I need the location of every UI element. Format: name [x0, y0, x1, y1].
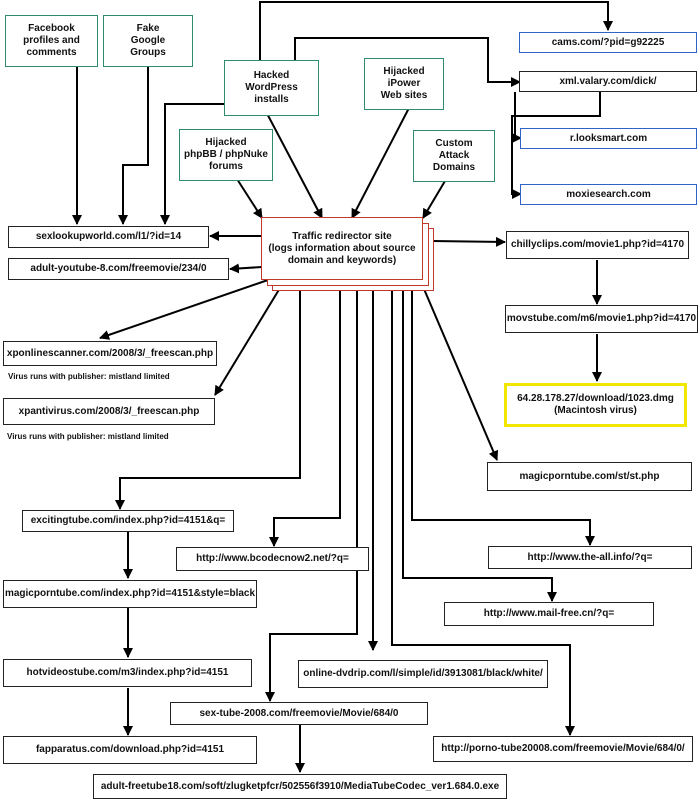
arrow-googlegroups-to-sexlookup [118, 67, 149, 225]
dest-valary: xml.valary.com/dick/ [519, 71, 697, 92]
dest-mail-free: http://www.mail-free.cn/?q= [444, 602, 654, 626]
arrow-wordpress-to-cams [259, 1, 613, 60]
source-custom-attack-domains: Custom Attack Domains [413, 130, 495, 182]
arrow-wordpress-to-valary [294, 37, 521, 87]
source-facebook-profiles: Facebook profiles and comments [5, 15, 98, 67]
dest-moxiesearch: moxiesearch.com [520, 184, 697, 205]
virus-note: Virus runs with publisher: mistland limi… [8, 372, 170, 381]
arrow-ipower-to-hub [351, 105, 411, 219]
arrow-phpbb-to-hub [236, 178, 263, 219]
dest-fapparatus: fapparatus.com/download.php?id=4151 [3, 736, 257, 764]
arrow-wordpress-to-hub [261, 103, 323, 219]
arrow-wordpress-to-sexlookup [160, 103, 225, 225]
dest-looksmart: r.looksmart.com [520, 128, 697, 149]
dest-mac-virus-dmg: 64.28.178.27/download/1023.dmg (Macintos… [504, 383, 687, 427]
dest-excitingtube: excitingtube.com/index.php?id=4151&q= [22, 510, 234, 532]
dest-hotvideostube: hotvideostube.com/m3/index.php?id=4151 [3, 659, 252, 687]
dest-adult-youtube: adult-youtube-8.com/freemovie/234/0 [8, 258, 229, 280]
virus-note: Virus runs with publisher: mistland limi… [7, 432, 169, 441]
dest-sex-tube-2008: sex-tube-2008.com/freemovie/Movie/684/0 [170, 702, 428, 725]
arrow-hub-to-magicporn-st [423, 288, 499, 461]
arrow-hub-to-exciting [115, 289, 301, 510]
arrow-hub-to-adultyoutube [229, 263, 263, 274]
source-hijacked-phpbb: Hijacked phpBB / phpNuke forums [179, 129, 273, 181]
source-hijacked-ipower: Hijacked iPower Web sites [364, 58, 444, 110]
source-hacked-wordpress: Hacked WordPress installs [224, 60, 319, 116]
dest-online-dvdrip: online-dvdrip.com/l/simple/id/3913081/bl… [298, 660, 548, 688]
arrow-hub-to-chillyclips [431, 236, 506, 247]
dest-movstube: movstube.com/m6/movie1.php?id=4170 [505, 305, 698, 333]
dest-porno-tube: http://porno-tube20008.com/freemovie/Mov… [433, 736, 693, 762]
arrow-hub-to-theall [411, 289, 595, 546]
source-fake-google-groups: Fake Google Groups [103, 15, 193, 67]
dest-xpantivirus: xpantivirus.com/2008/3/_freescan.php [3, 398, 215, 425]
traffic-redirector-hub: Traffic redirector site (logs informatio… [261, 217, 423, 280]
arrow-hub-to-mailfree [402, 289, 557, 602]
dest-magicporntube-index: magicporntube.com/index.php?id=4151&styl… [3, 580, 257, 608]
arrow-hub-to-xpanti [214, 282, 284, 396]
arrow-hub-to-bcodec [269, 289, 341, 547]
dest-magicporntube-st: magicporntube.com/st/st.php [487, 462, 692, 491]
dest-chillyclips: chillyclips.com/movie1.php?id=4170 [506, 231, 689, 259]
arrow-custom-to-hub [422, 180, 446, 219]
arrow-valary-to-moxie [511, 92, 601, 199]
arrow-valary-to-looksmart [512, 92, 522, 143]
arrow-hub-to-pornotube [391, 289, 575, 736]
arrow-hub-to-sextube [265, 289, 358, 702]
dest-sexlookupworld: sexlookupworld.com/l1/?id=14 [8, 226, 209, 248]
dest-cams: cams.com/?pid=g92225 [519, 32, 697, 53]
dest-adult-freetube18: adult-freetube18.com/soft/zlugketpfcr/50… [93, 774, 507, 799]
arrow-hub-to-xponline [99, 279, 269, 340]
dest-the-all-info: http://www.the-all.info/?q= [488, 546, 692, 569]
dest-bcodecnow2: http://www.bcodecnow2.net/?q= [176, 547, 369, 571]
dest-xponlinescanner: xponlinescanner.com/2008/3/_freescan.php [3, 341, 217, 366]
